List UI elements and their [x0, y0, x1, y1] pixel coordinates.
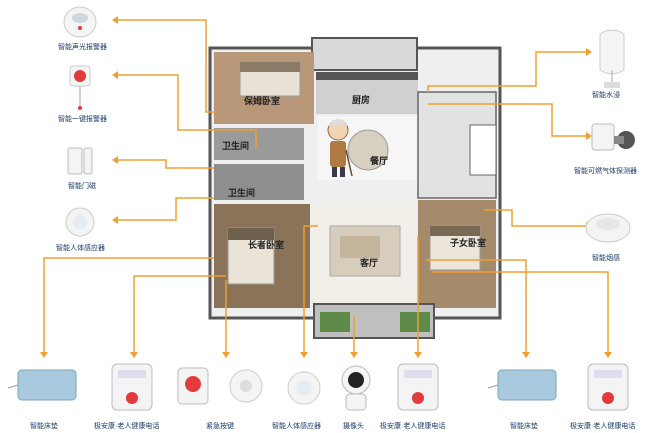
- label-bed-pad-right: 智能床垫: [510, 423, 538, 430]
- label-water-sensor: 智能水浸: [592, 92, 620, 99]
- room-label-bathroom-2: 卫生间: [228, 188, 256, 198]
- room-label-living-room: 客厅: [360, 258, 379, 268]
- body-sensor-left-icon: [65, 207, 95, 237]
- sound-light-alarm-icon: [63, 6, 97, 38]
- room-label-bathroom-1: 卫生间: [222, 141, 250, 151]
- health-phone-1-icon: [111, 363, 153, 411]
- room-label-kitchen: 厨房: [352, 95, 371, 105]
- door-sensor-icon: [67, 147, 93, 175]
- room-label-child-room: 子女卧室: [450, 238, 487, 248]
- health-phone-3-icon: [587, 363, 629, 411]
- label-health-phone-3: 极安康·老人健康电话: [570, 423, 636, 430]
- label-emergency-button: 紧急按键: [206, 423, 234, 430]
- balcony-top: [311, 37, 418, 71]
- health-phone-2-icon: [397, 363, 439, 411]
- panic-button-icon: [69, 65, 91, 110]
- bed-pad-right-icon: [487, 369, 557, 401]
- smoke-detector-icon: [585, 213, 631, 243]
- camera-icon: [341, 365, 371, 411]
- bed-pad-left-icon: [7, 369, 77, 401]
- label-panic-button: 智能一键报警器: [58, 116, 107, 123]
- label-gas-detector: 智能可燃气体探测器: [574, 168, 637, 175]
- label-bed-pad-left: 智能床垫: [30, 423, 58, 430]
- label-camera: 摄像头: [343, 423, 364, 430]
- water-sensor-icon: [599, 29, 625, 88]
- bathroom-2-floor: [214, 164, 304, 200]
- emergency-button-icon: [177, 367, 263, 405]
- elderly-person-illustration: [327, 119, 353, 177]
- body-sensor-bottom-icon: [287, 371, 321, 405]
- room-label-nanny: 保姆卧室: [244, 96, 281, 106]
- room-label-dining: 餐厅: [370, 156, 389, 166]
- gas-detector-icon: [591, 123, 635, 151]
- label-health-phone-1: 极安康·老人健康电话: [94, 423, 160, 430]
- label-body-sensor-left: 智能人体感应器: [56, 245, 105, 252]
- bathroom-1-floor: [214, 128, 304, 160]
- label-door-sensor: 智能门磁: [68, 183, 96, 190]
- label-smoke-detector: 智能烟感: [592, 255, 620, 262]
- label-health-phone-2: 极安康·老人健康电话: [380, 423, 446, 430]
- connector-lines: [43, 19, 609, 352]
- label-body-sensor-bottom: 智能人体感应器: [272, 423, 321, 430]
- room-label-master-bedroom: 长者卧室: [248, 240, 285, 250]
- label-sound-light-alarm: 智能声光报警器: [58, 44, 107, 51]
